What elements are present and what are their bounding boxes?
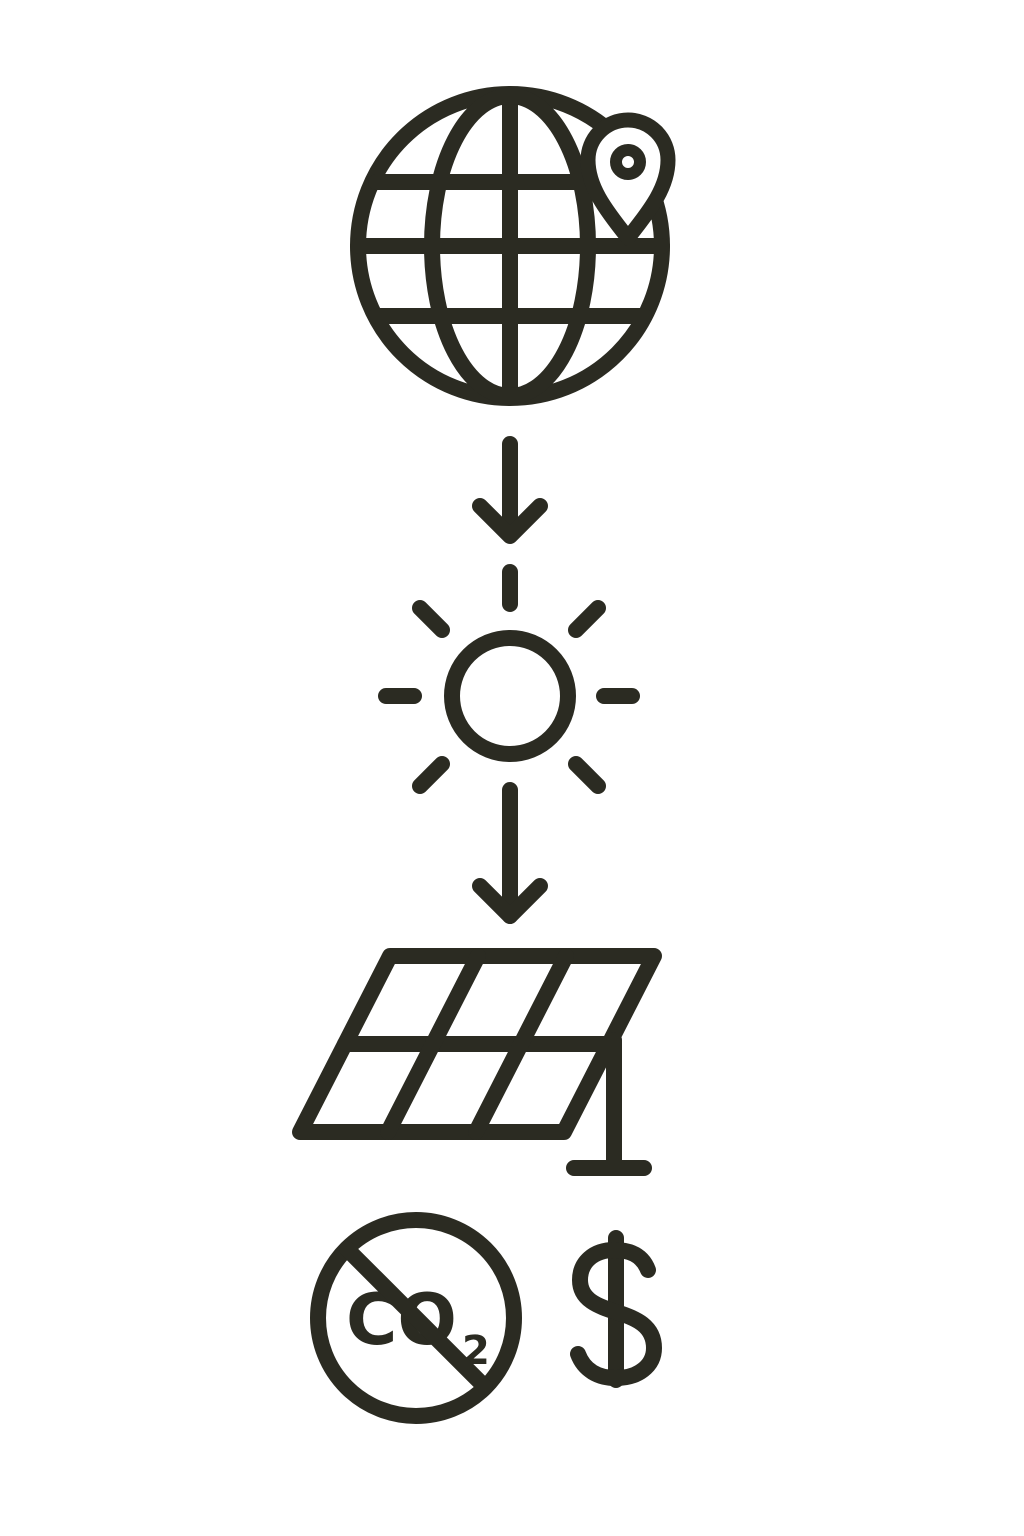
- dollar-icon: [570, 1230, 662, 1388]
- solar-panel-icon: [292, 948, 662, 1176]
- arrow-down-icon: [472, 436, 548, 544]
- arrow-down-icon: [472, 782, 548, 924]
- no-co2-icon: CO 2: [310, 1212, 522, 1424]
- globe-location-icon: [350, 86, 676, 406]
- sun-icon: [378, 564, 640, 794]
